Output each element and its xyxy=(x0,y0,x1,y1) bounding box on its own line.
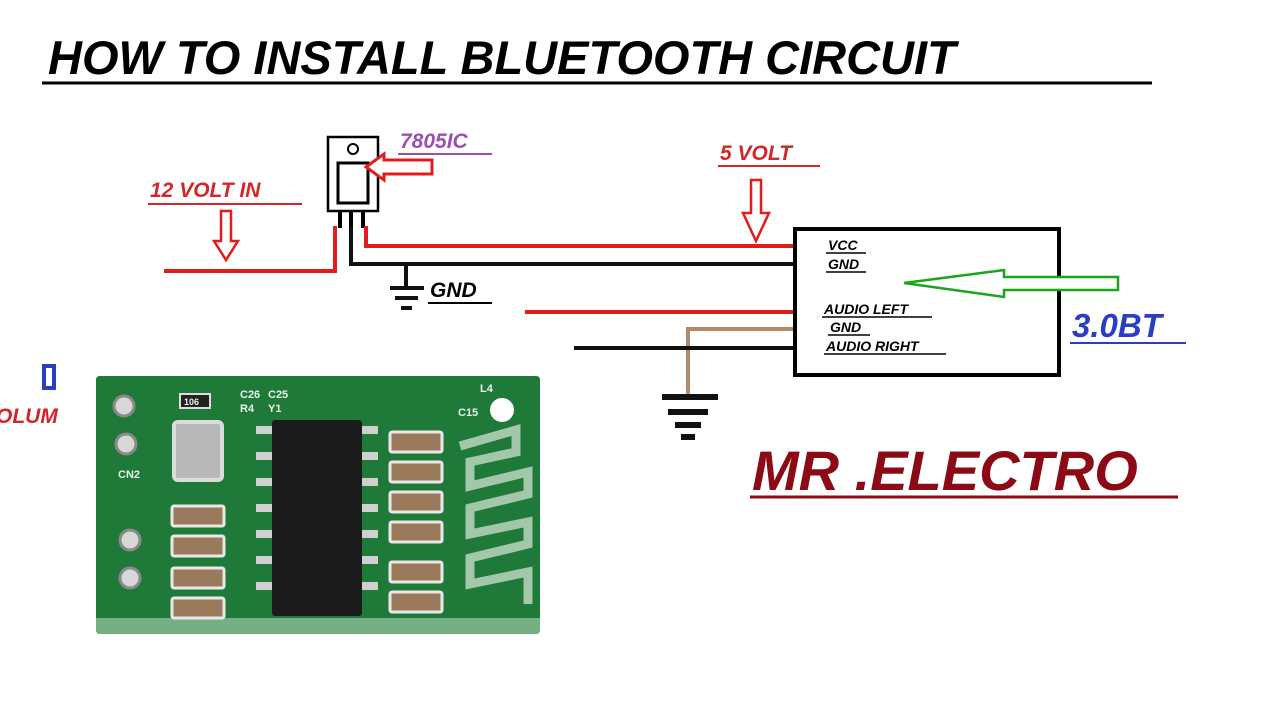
page-title: HOW TO INSTALL BLUETOOTH CIRCUIT xyxy=(48,31,960,84)
ground-label: GND xyxy=(430,279,477,302)
output-label: 5 VOLT xyxy=(720,142,794,165)
pin-label-gnd: GND xyxy=(828,256,859,272)
pin-label-audio-right: AUDIO RIGHT xyxy=(825,338,920,354)
input-wire-12v xyxy=(164,226,337,273)
bluetooth-pcb-image: C26 R4 C25 Y1 L4 C15 CN2 106 xyxy=(96,376,540,634)
pin-label-audio-left: AUDIO LEFT xyxy=(823,301,909,317)
gnd-wire xyxy=(349,226,818,266)
silk-label: R4 xyxy=(240,403,255,415)
ground-symbol-icon xyxy=(390,264,424,310)
audio-gnd-wire xyxy=(686,327,818,396)
pin-label-vcc: VCC xyxy=(828,237,858,253)
edge-bracket-icon xyxy=(42,364,56,390)
output-down-arrow-icon xyxy=(741,178,771,244)
silk-label: C26 xyxy=(240,389,260,401)
pin-label-gnd-audio: GND xyxy=(830,319,861,335)
vcc-wire xyxy=(364,226,818,248)
regulator-label: 7805IC xyxy=(400,130,469,153)
module-arrow-icon xyxy=(903,268,1120,299)
regulator-7805 xyxy=(326,135,380,228)
regulator-arrow-icon xyxy=(363,151,434,183)
input-label: 12 VOLT IN xyxy=(150,179,261,202)
silk-label: C15 xyxy=(458,407,478,419)
input-down-arrow-icon xyxy=(211,209,241,263)
silk-label: L4 xyxy=(480,383,494,395)
silk-label: Y1 xyxy=(268,403,281,415)
audio-ground-symbol-icon xyxy=(662,394,718,440)
silk-label: CN2 xyxy=(118,469,140,481)
silk-label: C25 xyxy=(268,389,288,401)
brand-label: MR .ELECTRO xyxy=(752,439,1138,502)
module-name: 3.0BT xyxy=(1072,307,1165,344)
silk-label: 106 xyxy=(184,397,199,407)
edge-fragment-label: OLUM xyxy=(0,405,58,428)
